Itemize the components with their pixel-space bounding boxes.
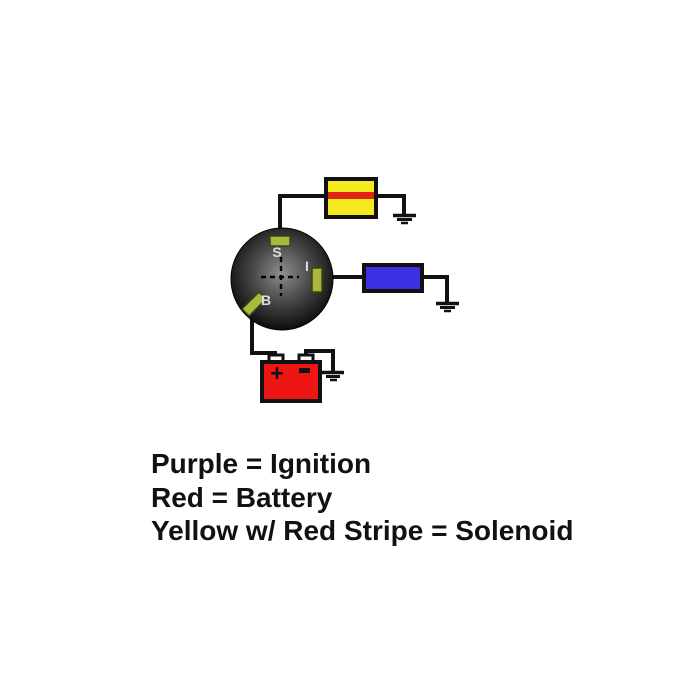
solenoid-red-stripe xyxy=(328,192,374,199)
ground-symbol-ignition xyxy=(436,301,459,313)
legend-line-solenoid: Yellow w/ Red Stripe = Solenoid xyxy=(151,515,574,546)
ignition-switch: S I B xyxy=(230,227,334,331)
terminal-b-label: B xyxy=(261,292,271,308)
terminal-i xyxy=(311,267,323,293)
terminal-b xyxy=(241,291,267,317)
switch-crosshair xyxy=(261,257,299,296)
terminal-i-label: I xyxy=(305,258,309,274)
battery-plus-symbol: + xyxy=(270,360,283,386)
terminal-s xyxy=(269,235,291,247)
battery-component: + xyxy=(260,353,322,403)
ground-symbol-battery xyxy=(322,370,344,382)
wire-ignition-to-ground xyxy=(420,275,449,302)
ground-symbol-solenoid xyxy=(393,213,416,225)
legend-line-battery: Red = Battery xyxy=(151,481,333,513)
battery-body xyxy=(260,360,322,403)
legend-line-ignition: Purple = Ignition xyxy=(151,448,372,479)
ignition-component xyxy=(362,263,424,293)
terminal-s-label: S xyxy=(272,244,281,260)
solenoid-component xyxy=(324,177,378,219)
color-legend: Purple = Ignition Red = Battery Yellow w… xyxy=(151,447,573,548)
wire-solenoid-to-ground xyxy=(374,194,406,214)
wire-switch-to-solenoid xyxy=(278,194,330,233)
battery-minus-symbol xyxy=(299,368,310,373)
